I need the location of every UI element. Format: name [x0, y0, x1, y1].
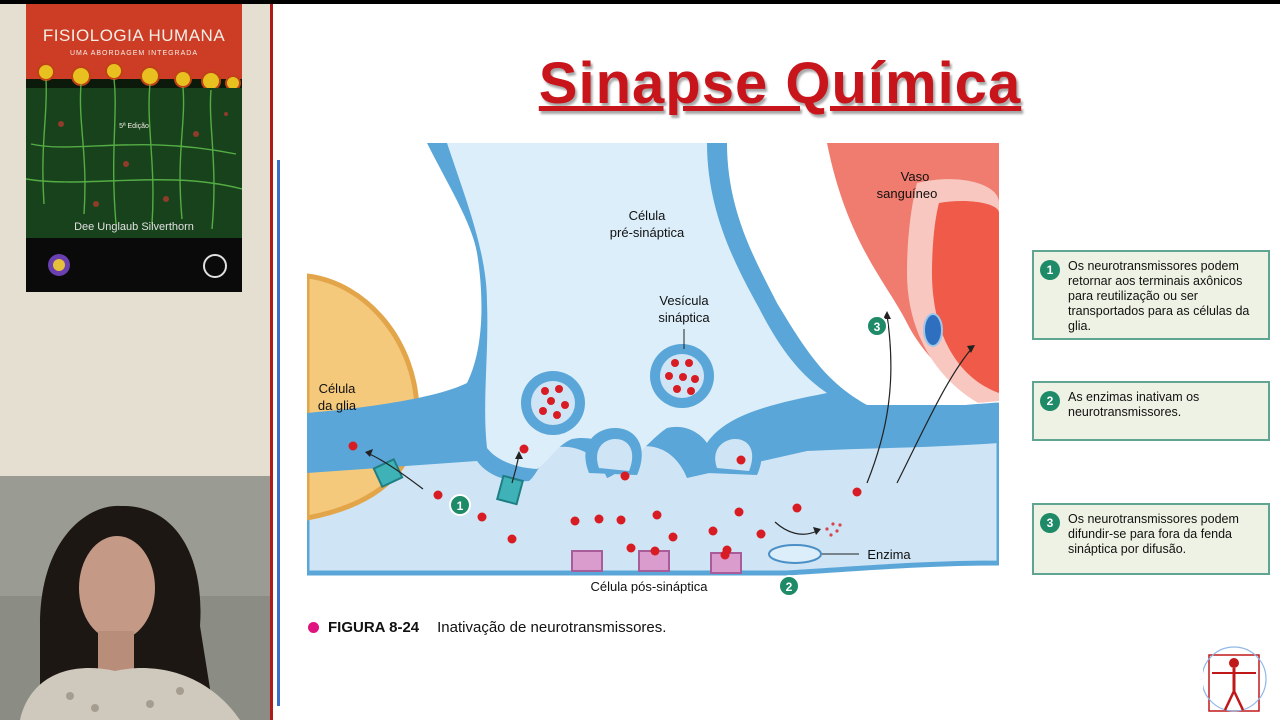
presenter-webcam — [0, 476, 270, 720]
figure-caption: FIGURA 8-24 Inativação de neurotransmisso… — [308, 619, 908, 641]
slide-accent-rule — [277, 160, 280, 706]
marker-1-number: 1 — [457, 499, 464, 513]
marker-2: 2 — [778, 575, 800, 597]
book-cover-art — [26, 4, 242, 292]
label-enzyme: Enzima — [867, 547, 911, 562]
marker-3: 3 — [866, 315, 888, 337]
marker-3-number: 3 — [874, 320, 881, 334]
callout-2: 2 As enzimas inativam os neurotransmisso… — [1032, 381, 1270, 441]
label-postsynaptic: Célula pós-sináptica — [590, 579, 708, 594]
vitruvian-logo — [1201, 641, 1269, 715]
book-cover: FISIOLOGIA HUMANA UMA ABORDAGEM INTEGRAD… — [26, 4, 242, 292]
vitruvian-man-icon — [1201, 646, 1267, 712]
label-glia-1: Célula — [319, 381, 357, 396]
callout-3: 3 Os neurotransmissores podem difundir-s… — [1032, 503, 1270, 575]
label-vessel-2: sanguíneo — [877, 186, 938, 201]
presenter-video — [0, 476, 270, 720]
synapse-illustration: Célula pré-sináptica Vesícula sináptica … — [304, 143, 1002, 601]
callout-1-number: 1 — [1040, 260, 1060, 280]
top-bar — [0, 0, 1280, 4]
synapse-diagram: Célula pré-sináptica Vesícula sináptica … — [304, 143, 1002, 606]
callout-1: 1 Os neurotransmissores podem retornar a… — [1032, 250, 1270, 340]
marker-1: 1 — [449, 494, 471, 516]
book-author: Dee Unglaub Silverthorn — [74, 221, 194, 233]
label-presynaptic-1: Célula — [629, 208, 667, 223]
caption-bullet-icon — [308, 622, 319, 633]
panel-divider — [270, 4, 273, 720]
book-title: FISIOLOGIA HUMANA — [42, 26, 226, 45]
callout-3-text: Os neurotransmissores podem difundir-se … — [1068, 512, 1239, 556]
label-presynaptic-2: pré-sináptica — [610, 225, 685, 240]
marker-2-number: 2 — [786, 580, 793, 594]
book-subtitle: UMA ABORDAGEM INTEGRADA — [69, 50, 199, 57]
label-vesicle-2: sináptica — [658, 310, 710, 325]
caption-text: Inativação de neurotransmissores. — [437, 619, 667, 636]
callout-2-number: 2 — [1040, 391, 1060, 411]
callout-2-text: As enzimas inativam os neurotransmissore… — [1068, 390, 1200, 419]
caption-figure-number: FIGURA 8-24 — [328, 619, 420, 636]
slide-title: Sinapse Química — [538, 51, 1022, 116]
label-vessel-1: Vaso — [901, 169, 930, 184]
label-vesicle-1: Vesícula — [659, 293, 709, 308]
book-edition: 5ª Edição — [119, 123, 149, 130]
callout-3-number: 3 — [1040, 513, 1060, 533]
callout-1-text: Os neurotransmissores podem retornar aos… — [1068, 259, 1250, 333]
label-glia-2: da glia — [318, 398, 357, 413]
